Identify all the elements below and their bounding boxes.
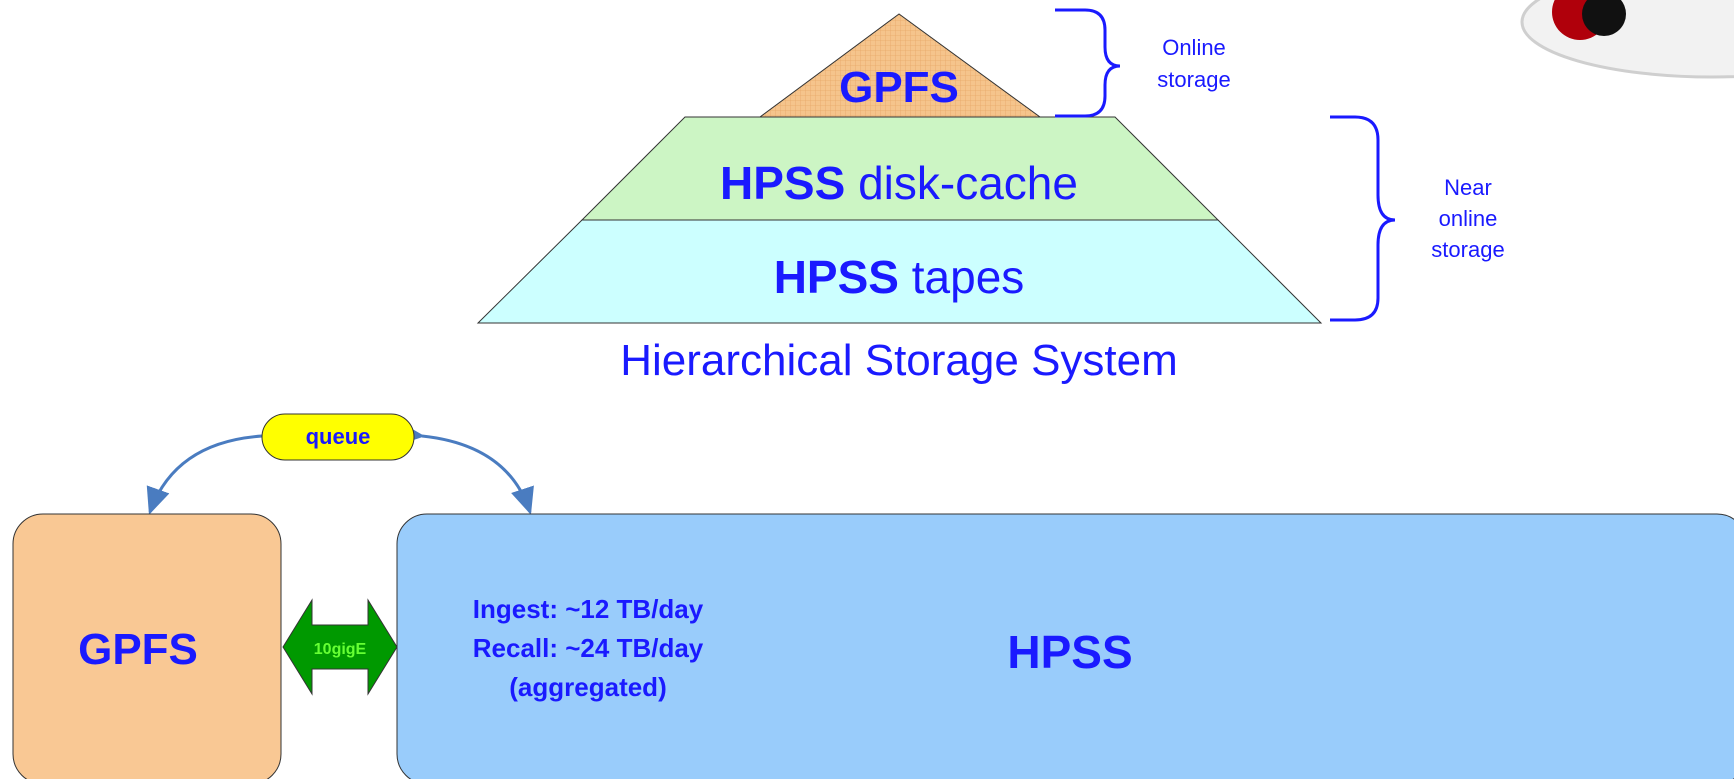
queue-node (261, 413, 415, 461)
queue-arrow-right (396, 421, 534, 515)
online-storage-brace (1055, 8, 1121, 118)
queue-arrow-left (146, 422, 287, 515)
pyramid-tapes-bold: HPSS (774, 251, 899, 303)
pyramid-tapes-label: HPSS tapes (774, 251, 1025, 303)
online-storage-label-1: Online (1162, 35, 1226, 60)
gpfs-box-group: GPFS (12, 513, 282, 779)
pyramid-caption: Hierarchical Storage System (620, 336, 1178, 385)
pyramid-disk-cache-bold: HPSS (720, 157, 845, 209)
pyramid-disk-cache-layer (580, 116, 1220, 221)
gpfs-box (12, 513, 282, 779)
link-label: 10gigE (314, 641, 367, 658)
hpss-box (396, 513, 1734, 779)
online-storage-label-2: storage (1157, 67, 1230, 92)
logo (1520, 0, 1734, 79)
near-online-label-1: Near (1444, 175, 1492, 200)
storage-pyramid: GPFS HPSS disk-cache HPSS tapes Hierarch… (476, 13, 1323, 385)
pyramid-tapes-rest: tapes (899, 251, 1024, 303)
pyramid-gpfs-label: GPFS (839, 63, 959, 112)
hpss-box-group: Ingest: ~12 TB/day Recall: ~24 TB/day (a… (396, 513, 1734, 779)
near-online-label-3: storage (1431, 237, 1504, 262)
pyramid-gpfs-top (758, 13, 1042, 118)
hpss-rates-line-1: Ingest: ~12 TB/day (473, 594, 704, 624)
gpfs-box-label: GPFS (78, 625, 198, 674)
near-online-storage-group: Near online storage (1330, 115, 1505, 322)
near-online-storage-brace (1330, 115, 1396, 322)
queue-label: queue (306, 424, 371, 449)
pyramid-disk-cache-rest: disk-cache (845, 157, 1078, 209)
pyramid-disk-cache-label: HPSS disk-cache (720, 157, 1078, 209)
hpss-rates-line-3: (aggregated) (509, 672, 666, 702)
online-storage-group: Online storage (1055, 8, 1231, 118)
hpss-rates-line-2: Recall: ~24 TB/day (473, 633, 704, 663)
queue-group: queue (146, 413, 534, 515)
hpss-box-label: HPSS (1007, 626, 1132, 678)
link-10gige: 10gigE (282, 598, 398, 696)
near-online-label-2: online (1439, 206, 1498, 231)
